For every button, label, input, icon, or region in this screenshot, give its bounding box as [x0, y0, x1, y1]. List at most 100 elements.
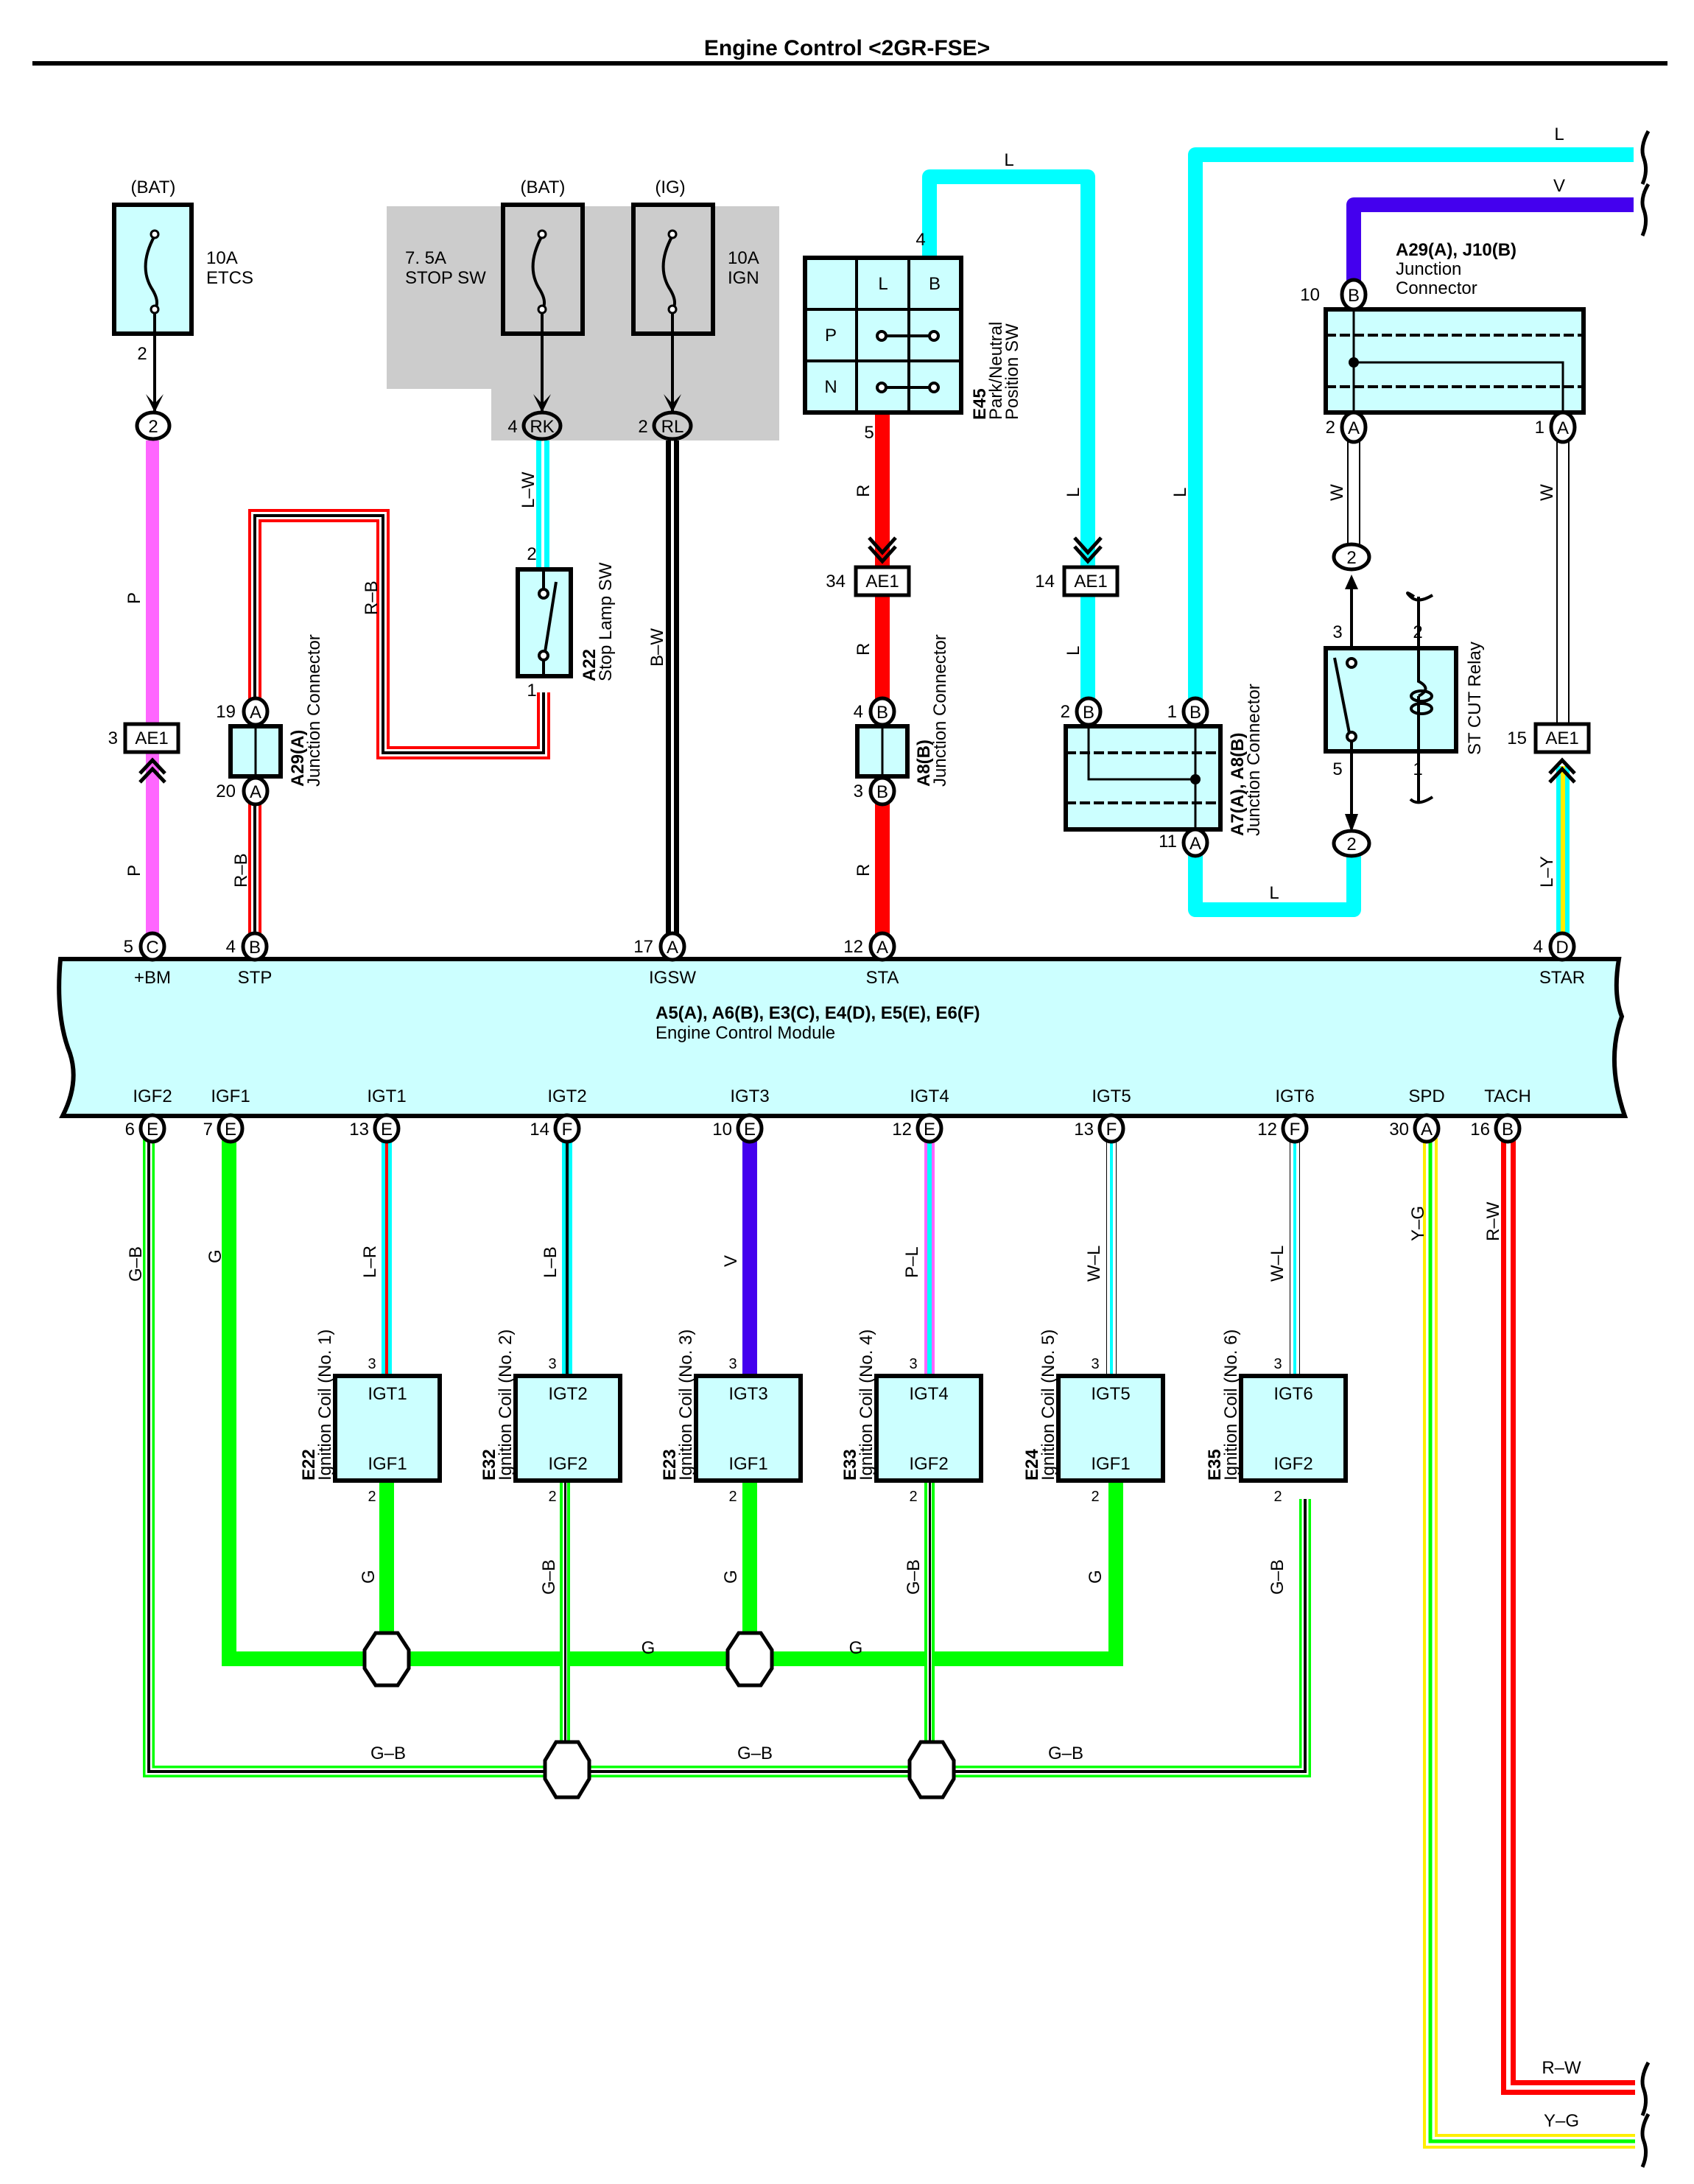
- svg-text:IGF2: IGF2: [1273, 1454, 1312, 1474]
- svg-text:R–W: R–W: [1483, 1201, 1503, 1241]
- svg-text:2: 2: [1091, 1489, 1099, 1505]
- svg-text:B: B: [876, 703, 888, 723]
- svg-text:W–L: W–L: [1268, 1246, 1287, 1282]
- svg-text:19: 19: [216, 702, 236, 722]
- svg-text:E32: E32: [479, 1449, 499, 1481]
- svg-text:F: F: [1290, 1120, 1301, 1140]
- svg-text:+BM: +BM: [134, 968, 171, 988]
- svg-text:P: P: [124, 865, 144, 877]
- svg-text:(IG): (IG): [655, 178, 685, 197]
- svg-text:SPD: SPD: [1408, 1086, 1444, 1106]
- svg-text:E35: E35: [1205, 1449, 1225, 1481]
- svg-text:L: L: [1004, 150, 1013, 170]
- title-rule: [32, 61, 1667, 66]
- svg-text:IGSW: IGSW: [649, 968, 696, 988]
- svg-text:20: 20: [216, 782, 236, 801]
- svg-text:G–B: G–B: [1268, 1559, 1287, 1595]
- svg-text:STAR: STAR: [1539, 968, 1585, 988]
- splice-g-2: [725, 1631, 774, 1688]
- svg-text:IGT5: IGT5: [1092, 1086, 1131, 1106]
- svg-text:IGF1: IGF1: [368, 1454, 407, 1474]
- svg-text:17: 17: [633, 937, 653, 957]
- svg-text:L–B: L–B: [541, 1246, 560, 1278]
- svg-text:W–L: W–L: [1084, 1246, 1104, 1282]
- svg-text:4: 4: [915, 230, 925, 250]
- svg-text:34: 34: [826, 572, 846, 591]
- svg-text:10: 10: [712, 1120, 732, 1140]
- wire-y-g: [1423, 1138, 1635, 2149]
- svg-text:IGF2: IGF2: [133, 1086, 172, 1106]
- svg-text:ST CUT Relay: ST CUT Relay: [1465, 642, 1485, 755]
- svg-text:G–B: G–B: [539, 1559, 559, 1595]
- wire-w-l-6: [1290, 1138, 1300, 1376]
- svg-text:B: B: [249, 938, 261, 958]
- wire-r: [875, 414, 890, 952]
- svg-text:IGF1: IGF1: [1091, 1454, 1130, 1474]
- svg-text:AE1: AE1: [135, 728, 168, 748]
- svg-text:V: V: [721, 1255, 741, 1267]
- svg-text:6: 6: [125, 1120, 135, 1140]
- svg-text:E: E: [381, 1120, 393, 1140]
- svg-text:E24: E24: [1022, 1449, 1042, 1481]
- svg-text:Y–G: Y–G: [1544, 2111, 1579, 2131]
- wire-l-b: [562, 1138, 572, 1376]
- junction-connector-a29a: 19 A 20 A A29(A) Junction Connector: [216, 634, 324, 807]
- svg-text:IGT2: IGT2: [548, 1384, 587, 1404]
- splice-g-b-2: [907, 1740, 956, 1799]
- wire-r-w: [1501, 1138, 1635, 2095]
- wire-labels: P P L–W R–B R–B B–W R R R L L L L L W W …: [124, 124, 1581, 2131]
- splice-g-b-1: [543, 1740, 591, 1799]
- wire-p: [146, 440, 159, 952]
- svg-text:L: L: [1064, 646, 1083, 656]
- svg-text:A: A: [250, 703, 261, 723]
- svg-text:15: 15: [1507, 728, 1527, 748]
- svg-text:N: N: [824, 377, 837, 397]
- svg-text:IGF1: IGF1: [728, 1454, 767, 1474]
- svg-text:4: 4: [854, 702, 863, 722]
- svg-text:3: 3: [1332, 622, 1342, 642]
- svg-text:2: 2: [638, 417, 647, 437]
- svg-text:B: B: [1348, 286, 1360, 306]
- svg-text:13: 13: [1074, 1120, 1094, 1140]
- svg-text:Ignition Coil (No. 3): Ignition Coil (No. 3): [676, 1330, 696, 1481]
- svg-text:13: 13: [349, 1120, 369, 1140]
- svg-text:5: 5: [1332, 759, 1342, 779]
- svg-text:2: 2: [1346, 548, 1356, 568]
- svg-text:IGT4: IGT4: [910, 1086, 949, 1106]
- svg-text:3: 3: [1273, 1356, 1282, 1372]
- svg-text:7: 7: [203, 1120, 213, 1140]
- svg-text:AE1: AE1: [865, 572, 899, 591]
- connector-ae1-3: 3 AE1: [108, 722, 180, 784]
- svg-text:7. 5A: 7. 5A: [405, 248, 446, 268]
- svg-text:IGT1: IGT1: [368, 1384, 407, 1404]
- svg-text:10A: 10A: [728, 248, 759, 268]
- svg-text:Junction Connector: Junction Connector: [930, 634, 950, 787]
- svg-text:Park/Neutral: Park/Neutral: [986, 322, 1006, 420]
- svg-text:A: A: [1421, 1120, 1433, 1140]
- svg-text:L: L: [1269, 883, 1279, 903]
- wire-l-r: [382, 1138, 392, 1376]
- wire-g-coil1: [379, 1481, 394, 1659]
- svg-text:2: 2: [1346, 835, 1356, 854]
- svg-text:10: 10: [1300, 285, 1320, 305]
- svg-text:Engine Control Module: Engine Control Module: [656, 1023, 835, 1043]
- svg-text:IGT4: IGT4: [909, 1384, 948, 1404]
- wire-g-b-bus: [143, 1138, 1311, 1777]
- svg-text:2: 2: [548, 1489, 556, 1505]
- svg-text:R–B: R–B: [231, 853, 251, 888]
- svg-text:(BAT): (BAT): [521, 178, 566, 197]
- svg-text:Junction Connector: Junction Connector: [1244, 684, 1264, 836]
- svg-text:Junction Connector: Junction Connector: [304, 634, 324, 787]
- svg-text:A22: A22: [580, 649, 600, 681]
- svg-text:3: 3: [1091, 1356, 1099, 1372]
- wire-g-bus: [222, 1138, 1123, 1666]
- wire-v-igt3: [742, 1138, 757, 1376]
- junction-connector-a7-a8: 2 B 1 B 11 A A7(A), A8(B) Junction Conne…: [1061, 684, 1264, 858]
